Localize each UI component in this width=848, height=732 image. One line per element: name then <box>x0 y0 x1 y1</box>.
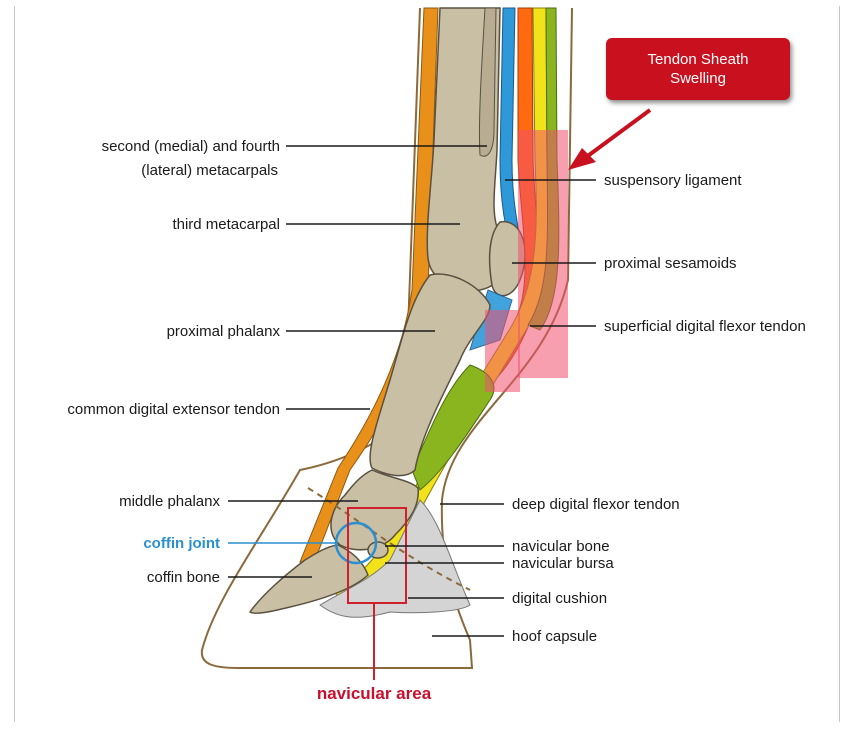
label-hoof-capsule: hoof capsule <box>512 628 597 645</box>
label-middle-phalanx: middle phalanx <box>119 493 220 510</box>
callout-line2: Swelling <box>670 69 726 88</box>
label-metacarpals-line2: (lateral) metacarpals <box>141 162 278 179</box>
tendon-sheath-swelling-callout: Tendon Sheath Swelling <box>606 38 790 100</box>
label-coffin-bone: coffin bone <box>147 569 220 586</box>
label-digital-cushion: digital cushion <box>512 590 607 607</box>
label-metacarpals-line1: second (medial) and fourth <box>102 138 280 155</box>
label-suspensory-ligament: suspensory ligament <box>604 172 742 189</box>
label-common-digital-extensor: common digital extensor tendon <box>67 401 280 418</box>
label-third-metacarpal: third metacarpal <box>172 216 280 233</box>
tendon-sheath-swelling-highlight <box>518 130 568 378</box>
swelling-arrow-shaft <box>585 110 650 158</box>
label-navicular-bone: navicular bone <box>512 538 610 555</box>
label-coffin-joint: coffin joint <box>143 535 220 552</box>
label-superficial-flexor: superficial digital flexor tendon <box>604 318 806 335</box>
label-navicular-bursa: navicular bursa <box>512 555 614 572</box>
label-proximal-phalanx: proximal phalanx <box>167 323 281 340</box>
label-proximal-sesamoids: proximal sesamoids <box>604 255 737 272</box>
label-deep-flexor: deep digital flexor tendon <box>512 496 680 513</box>
label-navicular-area: navicular area <box>317 684 432 703</box>
tendon-sheath-swelling-highlight-lower <box>485 310 520 392</box>
callout-line1: Tendon Sheath <box>648 50 749 69</box>
